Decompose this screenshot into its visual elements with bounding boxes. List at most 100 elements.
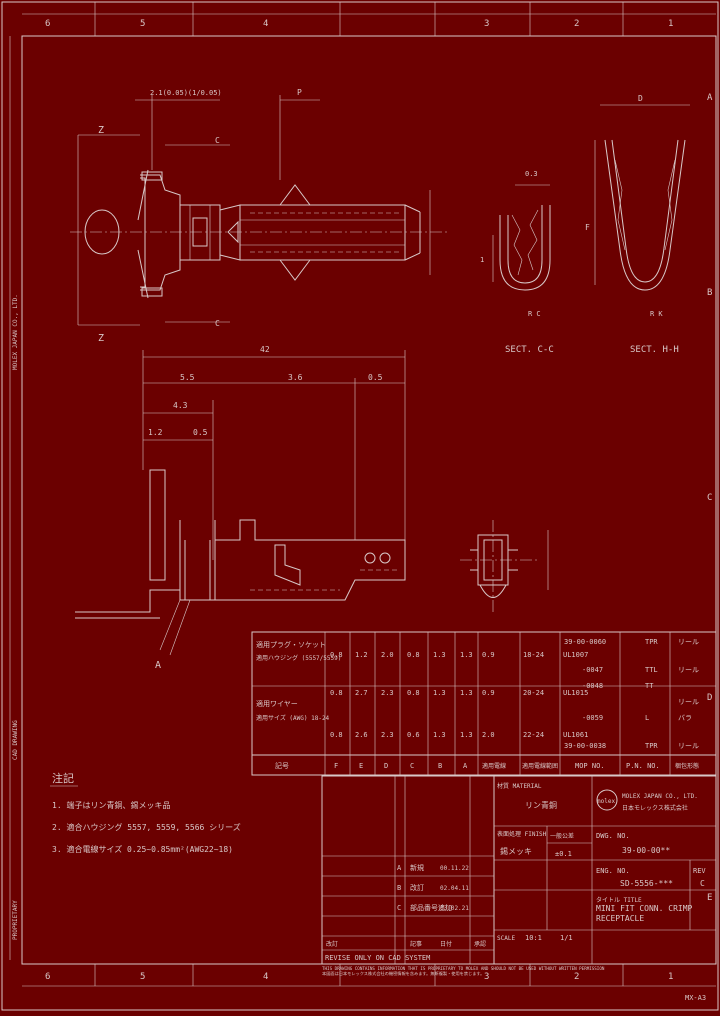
svg-text:適用電線範囲: 適用電線範囲 xyxy=(522,762,558,770)
svg-text:39-00-0038: 39-00-0038 xyxy=(564,742,606,750)
dim-c-bottom: C xyxy=(215,319,220,328)
top-view: 2.1(0.05)(1/0.05) P C C Z Z xyxy=(70,88,450,344)
dim-overall: 42 xyxy=(260,345,270,354)
svg-text:UL1061: UL1061 xyxy=(563,731,588,739)
front-view xyxy=(460,520,549,615)
company-en: MOLEX JAPAN CO., LTD. xyxy=(622,793,698,800)
notes-block: 注記 1. 端子はリン青銅、錫メッキ品 2. 適合ハウジング 5557, 555… xyxy=(50,771,241,854)
footer-jp: 本図面は日本モレックス株式会社の機密情報を含みます。無断複製・使用を禁じます。 xyxy=(322,971,485,976)
left-margin-text: MOLEX JAPAN CO., LTD. CAD DRAWING PROPRI… xyxy=(9,36,19,960)
dim-0-5b: 0.5 xyxy=(193,428,208,437)
spec-row-1: 0.8 1.2 2.0 0.8 1.3 1.3 0.9 18-24 UL1007 xyxy=(330,651,588,659)
note-line-1: 1. 端子はリン青銅、錫メッキ品 xyxy=(52,800,170,810)
svg-text:記号: 記号 xyxy=(275,761,289,770)
sheet-size: MX-A3 xyxy=(685,994,706,1002)
dwg-no-value: 39-00-00** xyxy=(622,846,670,855)
svg-text:TPR: TPR xyxy=(645,742,658,750)
dim-3-6: 3.6 xyxy=(288,373,303,382)
svg-text:0.6: 0.6 xyxy=(407,731,420,739)
zone-top-6: 6 xyxy=(45,19,50,29)
zone-markers-right: A B C D E xyxy=(707,93,713,903)
title-block: A 新規 00.11.22 B 改訂 02.04.11 C 部品番号追加 03.… xyxy=(321,775,717,965)
material-value: リン青銅 xyxy=(525,800,557,810)
svg-text:1.3: 1.3 xyxy=(433,731,446,739)
svg-text:0.8: 0.8 xyxy=(407,689,420,697)
zone-bottom-6: 6 xyxy=(45,972,50,982)
zone-markers-top: 6 5 4 3 2 1 xyxy=(45,2,673,36)
eng-no-label: ENG. NO. xyxy=(596,867,630,875)
zone-bottom-5: 5 xyxy=(140,972,145,982)
zone-right-d: D xyxy=(707,693,712,703)
dim-top-wire: 2.1(0.05)(1/0.05) xyxy=(150,89,222,97)
svg-text:P.N. NO.: P.N. NO. xyxy=(626,762,660,770)
dim-4-3: 4.3 xyxy=(173,401,188,410)
svg-text:A: A xyxy=(463,762,468,770)
sect-c-dim-top: 0.3 xyxy=(525,170,538,178)
spec-row-3: 0.8 2.6 2.3 0.6 1.3 1.3 2.0 22-24 UL1061 xyxy=(330,731,588,739)
title-label: タイトル TITLE xyxy=(596,896,642,904)
svg-text:A: A xyxy=(397,864,402,872)
svg-text:TT: TT xyxy=(645,682,654,690)
rev-row-c: C 部品番号追加 03.02.21 xyxy=(397,903,469,912)
svg-text:日付: 日付 xyxy=(440,940,452,948)
svg-text:2.6: 2.6 xyxy=(355,731,368,739)
svg-text:適用電線: 適用電線 xyxy=(482,762,506,770)
dim-p: P xyxy=(297,88,302,97)
sect-h-radius: R K xyxy=(650,310,663,318)
label-z-bottom: Z xyxy=(98,333,104,344)
svg-text:1.2: 1.2 xyxy=(355,651,368,659)
svg-text:0.8: 0.8 xyxy=(330,651,343,659)
finish-value: 錫メッキ xyxy=(500,846,532,856)
zone-top-5: 5 xyxy=(140,19,145,29)
zone-right-c: C xyxy=(707,493,712,503)
finish-label: 表面処理 FINISH xyxy=(497,830,547,838)
general-tol-value: ±0.1 xyxy=(555,850,572,858)
spec-row-2: 0.8 2.7 2.3 0.8 1.3 1.3 0.9 20-24 UL1015 xyxy=(330,689,588,697)
zone-bottom-3: 3 xyxy=(484,972,489,982)
svg-text:E: E xyxy=(359,762,363,770)
svg-text:B: B xyxy=(397,884,401,892)
sect-c-label: SECT. C-C xyxy=(505,345,554,355)
rev-label: REV xyxy=(693,867,706,875)
svg-text:新規: 新規 xyxy=(410,863,424,872)
footer-en: THIS DRAWING CONTAINS INFORMATION THAT I… xyxy=(322,966,605,971)
svg-text:-0048: -0048 xyxy=(582,682,603,690)
svg-text:2.0: 2.0 xyxy=(381,651,394,659)
company-jp: 日本モレックス株式会社 xyxy=(622,804,688,812)
svg-text:C: C xyxy=(410,762,414,770)
dim-5-5: 5.5 xyxy=(180,373,195,382)
section-h-h: D F R K SECT. H-H xyxy=(585,94,690,355)
note-line-3: 3. 適合電線サイズ 0.25~0.85mm²(AWG22~18) xyxy=(52,844,233,854)
svg-text:F: F xyxy=(334,762,338,770)
svg-text:梱包形態: 梱包形態 xyxy=(675,762,699,770)
margin-text-3: PROPRIETARY xyxy=(12,900,19,940)
svg-text:0.9: 0.9 xyxy=(482,689,495,697)
zone-top-3: 3 xyxy=(484,19,489,29)
note-line-2: 2. 適合ハウジング 5557, 5559, 5566 シリーズ xyxy=(52,822,241,832)
svg-text:03.02.21: 03.02.21 xyxy=(440,905,469,912)
zone-bottom-4: 4 xyxy=(263,972,268,982)
svg-text:改訂: 改訂 xyxy=(326,940,338,948)
svg-text:-0059: -0059 xyxy=(582,714,603,722)
svg-text:1.3: 1.3 xyxy=(433,689,446,697)
svg-text:00.11.22: 00.11.22 xyxy=(440,865,469,872)
general-tol-label: 一般公差 xyxy=(550,832,574,840)
sheet-value: 1/1 xyxy=(560,934,573,942)
svg-text:リール: リール xyxy=(678,638,699,646)
svg-text:記事: 記事 xyxy=(410,940,422,948)
section-c-c: 0.3 1 R C SECT. C-C xyxy=(480,170,554,355)
svg-text:22-24: 22-24 xyxy=(523,731,544,739)
svg-text:TTL: TTL xyxy=(645,666,658,674)
label-z-top: Z xyxy=(98,125,104,136)
footer: THIS DRAWING CONTAINS INFORMATION THAT I… xyxy=(322,966,706,1002)
zone-bottom-2: 2 xyxy=(574,972,579,982)
svg-text:UL1007: UL1007 xyxy=(563,651,588,659)
svg-text:D: D xyxy=(384,762,388,770)
eng-no-value: SD-5556-*** xyxy=(620,879,673,888)
zone-markers-bottom: 6 5 4 3 2 1 xyxy=(45,964,673,986)
svg-text:リール: リール xyxy=(678,742,699,750)
zone-top-4: 4 xyxy=(263,19,268,29)
side-view: 42 5.5 3.6 0.5 4.3 1.2 0.5 A xyxy=(75,345,406,671)
margin-text-1: MOLEX JAPAN CO., LTD. xyxy=(12,294,19,370)
svg-text:B: B xyxy=(438,762,442,770)
